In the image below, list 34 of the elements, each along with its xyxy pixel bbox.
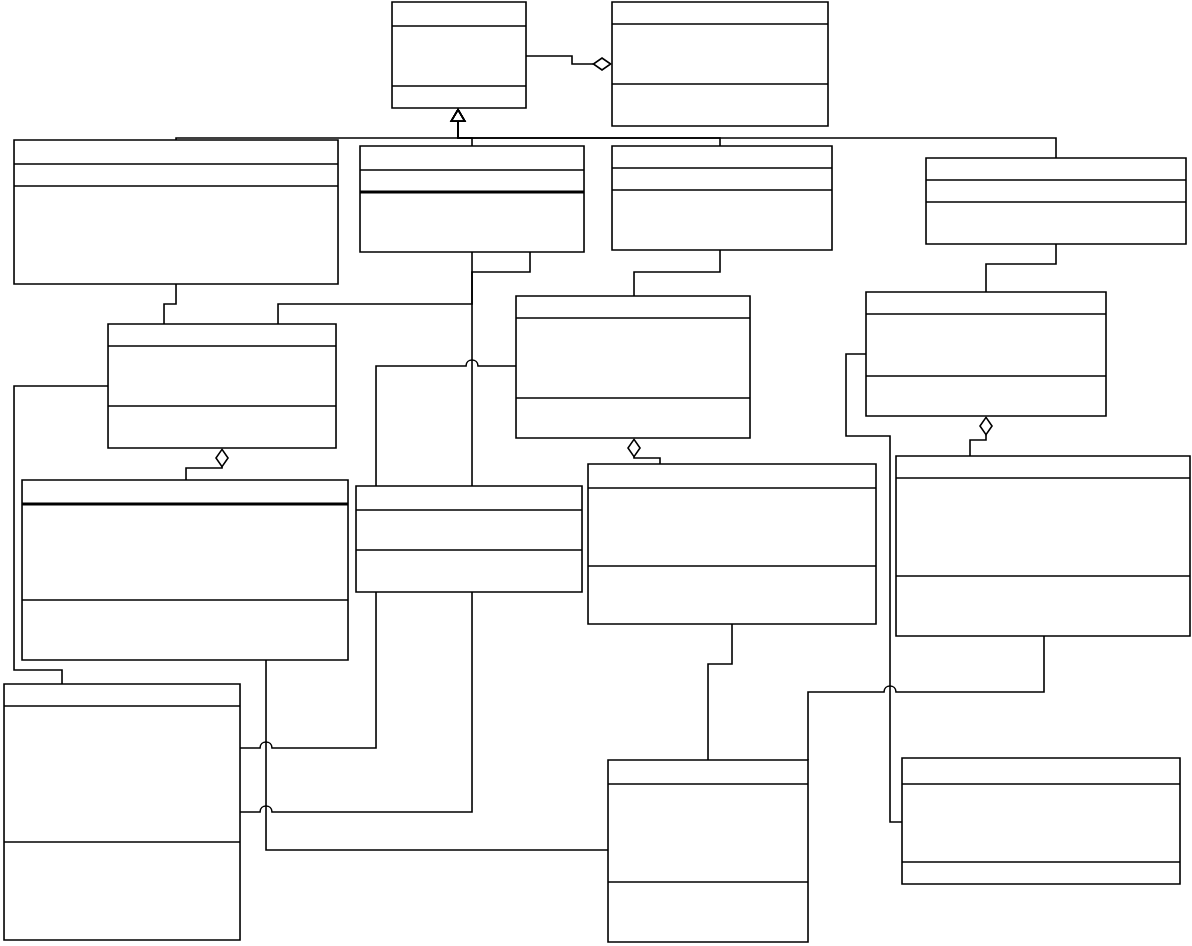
connector-line — [163, 283, 177, 325]
connector-line — [13, 385, 109, 685]
class-box — [895, 455, 1191, 637]
connector-line — [375, 359, 517, 487]
connector-line — [845, 353, 903, 823]
class-box — [611, 1, 829, 127]
class-box — [611, 145, 833, 251]
class-box — [925, 157, 1187, 245]
connector-line — [707, 623, 733, 761]
class-box — [107, 323, 337, 449]
class-box — [515, 295, 751, 439]
aggregation-connector — [185, 448, 229, 481]
connector-line — [633, 249, 721, 297]
connector-line — [265, 659, 609, 851]
aggregation-connector — [525, 55, 612, 71]
class-box — [865, 291, 1107, 417]
aggregation-connector — [969, 416, 993, 457]
connector-line — [985, 243, 1057, 293]
class-box — [359, 145, 585, 253]
class-box — [587, 463, 877, 625]
class-box — [901, 757, 1181, 885]
connector-line — [239, 591, 377, 749]
connector-line — [239, 591, 473, 813]
class-box — [391, 1, 527, 109]
class-box — [13, 139, 339, 285]
class-box — [607, 759, 809, 943]
class-box — [3, 683, 241, 941]
class-box — [21, 479, 349, 661]
aggregation-connector — [627, 438, 661, 465]
connector-line — [471, 251, 473, 487]
connector-line — [807, 635, 1045, 761]
connector-line — [277, 251, 531, 325]
class-box — [355, 485, 583, 593]
inheritance-arrow — [449, 108, 1057, 159]
